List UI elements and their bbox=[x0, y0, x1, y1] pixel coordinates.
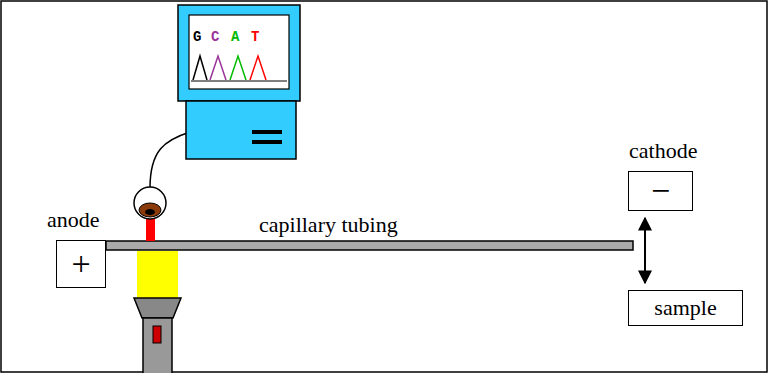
peak bbox=[193, 56, 207, 80]
base-letter: T bbox=[251, 30, 259, 44]
flashlight-head bbox=[134, 298, 181, 318]
pupil bbox=[145, 209, 155, 215]
node-text: + bbox=[71, 247, 90, 281]
node-heading: cathode bbox=[629, 140, 697, 162]
computer bbox=[186, 101, 296, 159]
part-label: capillary tubing bbox=[259, 214, 398, 236]
emitted-light bbox=[146, 218, 155, 241]
detector-eye bbox=[134, 187, 166, 219]
capillary bbox=[106, 241, 633, 250]
node-text: sample bbox=[654, 297, 716, 319]
electrode-box: cathode− bbox=[628, 171, 693, 211]
base-letter: C bbox=[211, 30, 219, 44]
monitor bbox=[178, 5, 300, 101]
screen bbox=[189, 15, 289, 89]
baseline bbox=[191, 81, 287, 82]
base-letter: G bbox=[193, 30, 201, 44]
flashlight-switch bbox=[153, 326, 161, 343]
node-text: − bbox=[651, 174, 670, 208]
node-heading: anode bbox=[47, 209, 100, 231]
base-letter: A bbox=[231, 30, 239, 44]
drive-slot bbox=[252, 140, 282, 144]
double-arrow bbox=[644, 218, 646, 283]
iris bbox=[139, 203, 161, 217]
cable bbox=[150, 132, 190, 188]
peak bbox=[230, 56, 246, 80]
drive-slot bbox=[252, 130, 282, 134]
flashlight-body bbox=[143, 318, 172, 373]
peak bbox=[250, 56, 266, 80]
electrode-box: sample bbox=[628, 290, 743, 326]
light-beam bbox=[137, 251, 178, 298]
electrode-box: anode+ bbox=[56, 240, 106, 288]
peak bbox=[210, 56, 226, 80]
